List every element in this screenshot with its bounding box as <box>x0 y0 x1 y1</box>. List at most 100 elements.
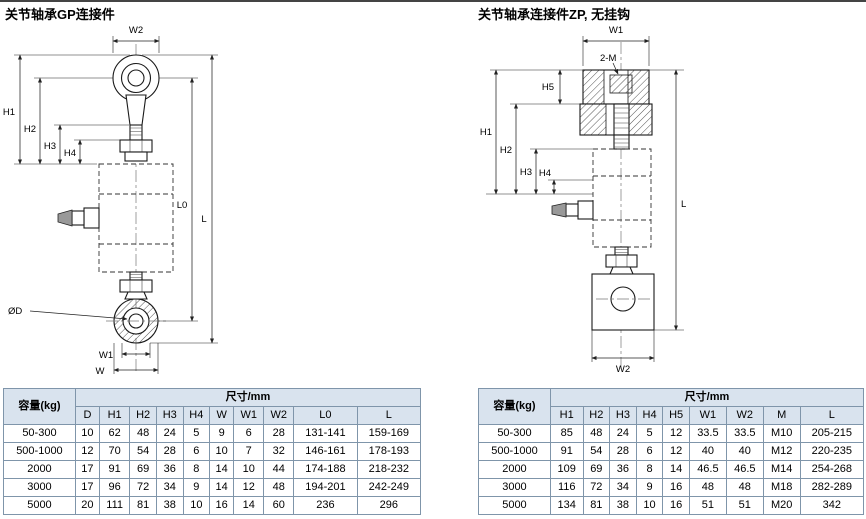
value-cell: 10 <box>182 496 211 515</box>
dim-d: ØD <box>8 306 128 321</box>
value-cell: 62 <box>98 424 131 443</box>
value-cell: 9 <box>209 424 235 443</box>
value-cell: 38 <box>609 496 637 515</box>
value-cell: 20 <box>74 496 100 515</box>
capacity-cell: 3000 <box>478 478 551 497</box>
value-cell: 34 <box>609 478 637 497</box>
dim-l0: L0 <box>158 77 198 322</box>
value-cell: 14 <box>662 460 690 479</box>
column-header: H2 <box>582 406 611 425</box>
dim-h1: H1 <box>3 54 130 165</box>
value-cell: 16 <box>662 496 690 515</box>
load-cell-outline <box>592 148 652 248</box>
dim-label-h1: H1 <box>480 127 492 138</box>
value-cell: 72 <box>129 478 157 497</box>
right-title: 关节轴承连接件ZP, 无挂钩 <box>478 7 631 22</box>
left-title: 关节轴承GP连接件 <box>5 7 115 22</box>
capacity-cell: 500-1000 <box>3 442 76 461</box>
dim-label-h2: H2 <box>500 145 512 156</box>
cable-gland <box>551 200 594 220</box>
value-cell: 54 <box>582 442 611 461</box>
value-cell: 51 <box>688 496 727 515</box>
value-cell: 282-289 <box>799 478 865 497</box>
dim-l: L <box>142 54 218 344</box>
value-cell: M18 <box>762 478 801 497</box>
value-cell: 5 <box>635 424 664 443</box>
value-cell: 81 <box>129 496 157 515</box>
value-cell: 6 <box>182 442 211 461</box>
value-cell: 146-161 <box>293 442 358 461</box>
value-cell: 36 <box>155 460 184 479</box>
value-cell: M10 <box>762 424 801 443</box>
value-cell: 5 <box>182 424 211 443</box>
value-cell: 12 <box>662 424 690 443</box>
value-cell: 91 <box>98 460 131 479</box>
value-cell: 9 <box>635 478 664 497</box>
value-cell: 40 <box>688 442 727 461</box>
column-header: H1 <box>549 406 584 425</box>
value-cell: 46.5 <box>725 460 764 479</box>
value-cell: 8 <box>182 460 211 479</box>
value-cell: 10 <box>233 460 265 479</box>
value-cell: 70 <box>98 442 131 461</box>
value-cell: 81 <box>582 496 611 515</box>
value-cell: M20 <box>762 496 801 515</box>
column-header: M <box>762 406 801 425</box>
dim-label-l0: L0 <box>177 200 188 211</box>
value-cell: 174-188 <box>293 460 358 479</box>
value-cell: 28 <box>263 424 295 443</box>
value-cell: 46.5 <box>688 460 727 479</box>
column-header: H4 <box>182 406 211 425</box>
value-cell: 36 <box>609 460 637 479</box>
column-header: W1 <box>233 406 265 425</box>
value-cell: 69 <box>129 460 157 479</box>
value-cell: 12 <box>74 442 100 461</box>
value-cell: 6 <box>233 424 265 443</box>
value-cell: 48 <box>129 424 157 443</box>
dim-label-h5: H5 <box>542 82 554 93</box>
value-cell: 60 <box>263 496 295 515</box>
size-header: 尺寸/mm <box>549 388 865 407</box>
bottom-clevis-block <box>591 246 655 331</box>
dim-label-d: ØD <box>8 306 22 317</box>
value-cell: M12 <box>762 442 801 461</box>
column-header: L0 <box>293 406 358 425</box>
value-cell: 28 <box>155 442 184 461</box>
column-header: H4 <box>635 406 664 425</box>
size-header: 尺寸/mm <box>74 388 422 407</box>
value-cell: 134 <box>549 496 584 515</box>
value-cell: 254-268 <box>799 460 865 479</box>
value-cell: 91 <box>549 442 584 461</box>
capacity-cell: 500-1000 <box>478 442 551 461</box>
dim-label-h2: H2 <box>24 124 36 135</box>
value-cell: M14 <box>762 460 801 479</box>
value-cell: 10 <box>209 442 235 461</box>
column-header: H3 <box>155 406 184 425</box>
callout-2m: 2-M <box>600 53 619 75</box>
value-cell: 14 <box>233 496 265 515</box>
dim-w1: W1 <box>99 343 151 361</box>
dim-h2: H2 <box>24 77 113 165</box>
value-cell: 54 <box>129 442 157 461</box>
dim-label-w1: W1 <box>609 25 623 36</box>
value-cell: 342 <box>799 496 865 515</box>
value-cell: 96 <box>98 478 131 497</box>
dim-label-h4: H4 <box>64 148 76 159</box>
top-rod-end <box>112 54 160 162</box>
top-rule <box>0 0 866 2</box>
value-cell: 28 <box>609 442 637 461</box>
value-cell: 51 <box>725 496 764 515</box>
column-header: W1 <box>688 406 727 425</box>
value-cell: 10 <box>635 496 664 515</box>
value-cell: 85 <box>549 424 584 443</box>
value-cell: 242-249 <box>356 478 422 497</box>
capacity-cell: 50-300 <box>478 424 551 443</box>
stud <box>613 134 630 150</box>
value-cell: 8 <box>635 460 664 479</box>
value-cell: 12 <box>662 442 690 461</box>
dim-label-w2: W2 <box>616 364 630 375</box>
